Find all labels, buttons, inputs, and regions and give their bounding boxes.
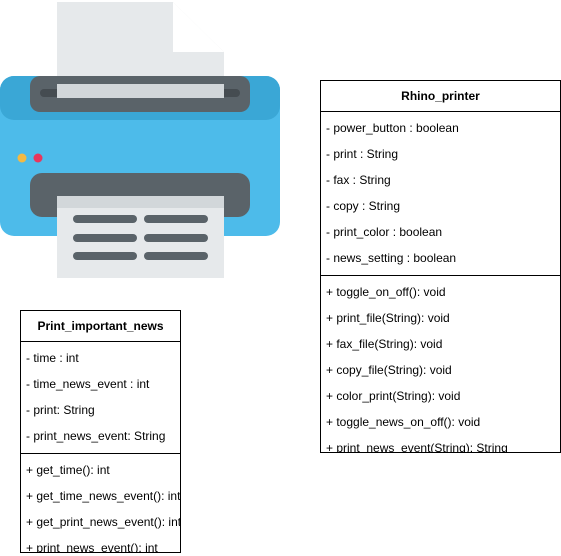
status-light-yellow <box>17 153 27 163</box>
method-get-print-news-event: + get_print_news_event(): int <box>26 515 181 529</box>
method-print-news-event: + print_news_event(String): String <box>326 441 508 453</box>
method-fax-file: + fax_file(String): void <box>326 337 443 351</box>
attributes-section: - time : int - time_news_event : int - p… <box>21 342 180 454</box>
class-name: Print_important_news <box>21 311 180 342</box>
attribute-print-news-event: - print_news_event: String <box>26 429 166 443</box>
attributes-section: - power_button : boolean - print : Strin… <box>321 112 560 276</box>
methods-section: + get_time(): int + get_time_news_event(… <box>21 454 181 553</box>
method-color-print: + color_print(String): void <box>326 389 461 403</box>
attribute-time: - time : int <box>26 351 79 365</box>
status-light-red <box>33 153 43 163</box>
attribute-print: - print : String <box>326 147 399 161</box>
printer-top-paper-edge <box>57 84 224 98</box>
method-copy-file: + copy_file(String): void <box>326 363 452 377</box>
attribute-power-button: - power_button : boolean <box>326 121 459 135</box>
printer-icon <box>0 2 280 278</box>
printer-top-paper-fold <box>173 2 224 52</box>
method-toggle-on-off: + toggle_on_off(): void <box>326 285 446 299</box>
attribute-news-setting: - news_setting : boolean <box>326 251 457 265</box>
method-get-time-news-event: + get_time_news_event(): int <box>26 489 181 503</box>
paper-text-lines <box>73 215 208 260</box>
class-print-important-news: Print_important_news - time : int - time… <box>20 310 181 553</box>
method-get-time: + get_time(): int <box>26 463 110 477</box>
attribute-time-news-event: - time_news_event : int <box>26 377 150 391</box>
attribute-fax: - fax : String <box>326 173 391 187</box>
method-print-news-event: + print_news_event(): int <box>26 541 158 553</box>
printer-output-paper-edge <box>57 196 224 208</box>
class-rhino-printer: Rhino_printer - power_button : boolean -… <box>320 80 561 453</box>
methods-section: + toggle_on_off(): void + print_file(Str… <box>321 276 560 453</box>
attribute-copy: - copy : String <box>326 199 401 213</box>
attribute-print: - print: String <box>26 403 95 417</box>
class-name: Rhino_printer <box>321 81 560 112</box>
method-toggle-news-on-off: + toggle_news_on_off(): void <box>326 415 481 429</box>
method-print-file: + print_file(String): void <box>326 311 450 325</box>
attribute-print-color: - print_color : boolean <box>326 225 443 239</box>
